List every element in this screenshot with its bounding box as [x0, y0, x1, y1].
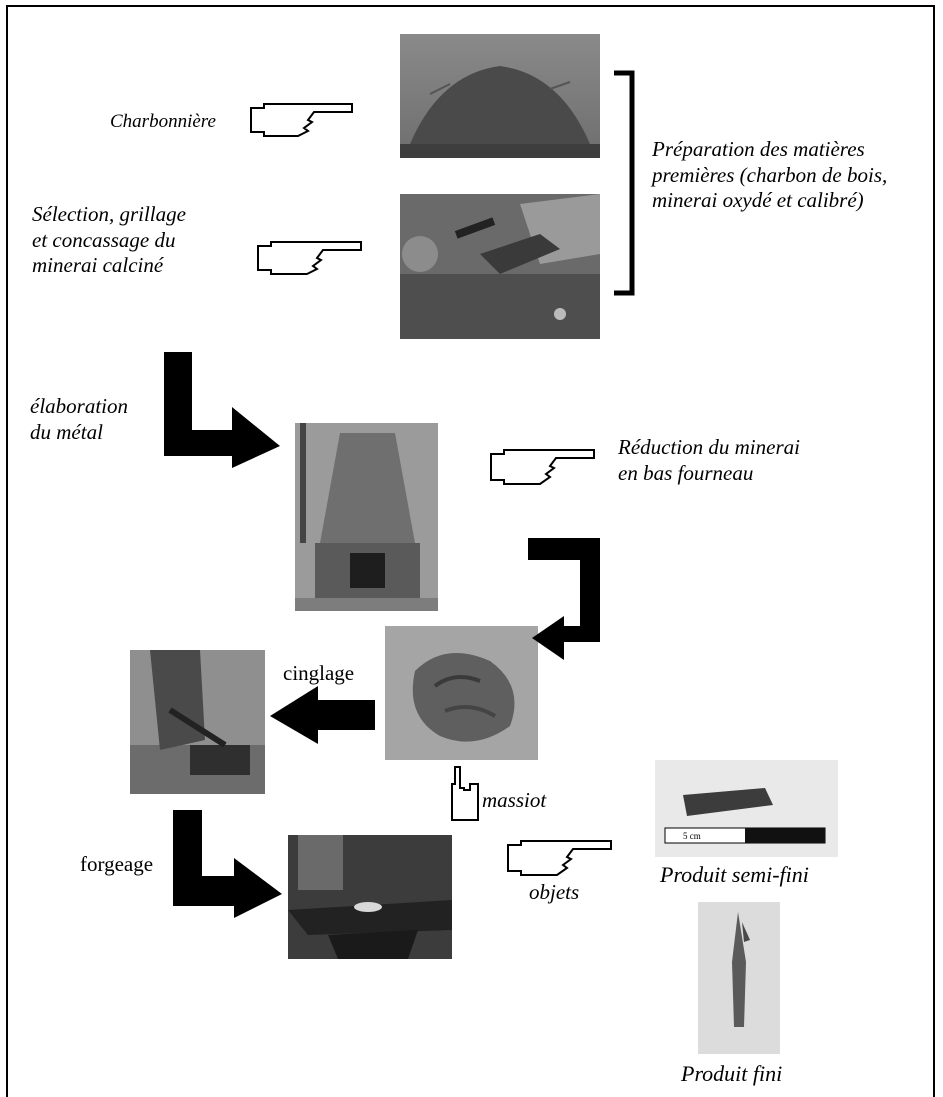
pointing-hand-icon [250, 103, 353, 137]
bracket [614, 70, 635, 296]
elaboration-label: élaboration du métal [30, 394, 128, 445]
pointing-up-hand-icon [451, 766, 479, 821]
pointing-hand-icon [490, 449, 595, 485]
charcoal-mound-photo [400, 34, 600, 158]
forgeage-label: forgeage [80, 852, 154, 876]
reduction-label-line-2: en bas fourneau [618, 460, 754, 485]
forging-photo [288, 835, 452, 959]
finished-product-photo [698, 902, 780, 1054]
furnace-photo [295, 423, 438, 611]
preparation-label-line-2: premières (charbon de bois, [652, 162, 888, 187]
cinglage-arrow [270, 686, 375, 744]
selection-label-line-2: et concassage du [32, 227, 176, 252]
pointing-hand-icon [257, 241, 362, 275]
figure-frame [6, 5, 935, 1097]
massiot-label: massiot [482, 788, 547, 812]
reduction-output-arrow [528, 538, 600, 660]
forgeage-arrow [173, 810, 282, 918]
reduction-label: Réduction du minerai en bas fourneau [618, 435, 800, 486]
elaboration-label-line-2: du métal [30, 419, 103, 444]
bloom-photo [385, 626, 538, 760]
preparation-label-line-1: Préparation des matières [652, 137, 865, 161]
preparation-label: Préparation des matières premières (char… [652, 137, 887, 214]
semi-finished-product-label: Produit semi-fini [660, 862, 809, 887]
objets-label: objets [529, 880, 580, 904]
shingling-photo [130, 650, 265, 794]
finished-product-label: Produit fini [681, 1061, 783, 1086]
charbonniere-label: Charbonnière [110, 111, 216, 132]
selection-label-line-1: Sélection, grillage [32, 202, 186, 226]
elaboration-arrow [164, 352, 280, 468]
pointing-hand-icon [507, 840, 612, 876]
ore-crushing-photo [400, 194, 600, 339]
cinglage-label: cinglage [283, 661, 355, 685]
preparation-label-line-3: minerai oxydé et calibré) [652, 188, 864, 213]
selection-label: Sélection, grillage et concassage du min… [32, 202, 186, 279]
semi-finished-product-photo: 5 cm [655, 760, 838, 857]
elaboration-label-line-1: élaboration [30, 394, 128, 418]
selection-label-line-3: minerai calciné [32, 253, 164, 278]
reduction-label-line-1: Réduction du minerai [618, 435, 800, 459]
scale-bar-label: 5 cm [683, 831, 701, 841]
